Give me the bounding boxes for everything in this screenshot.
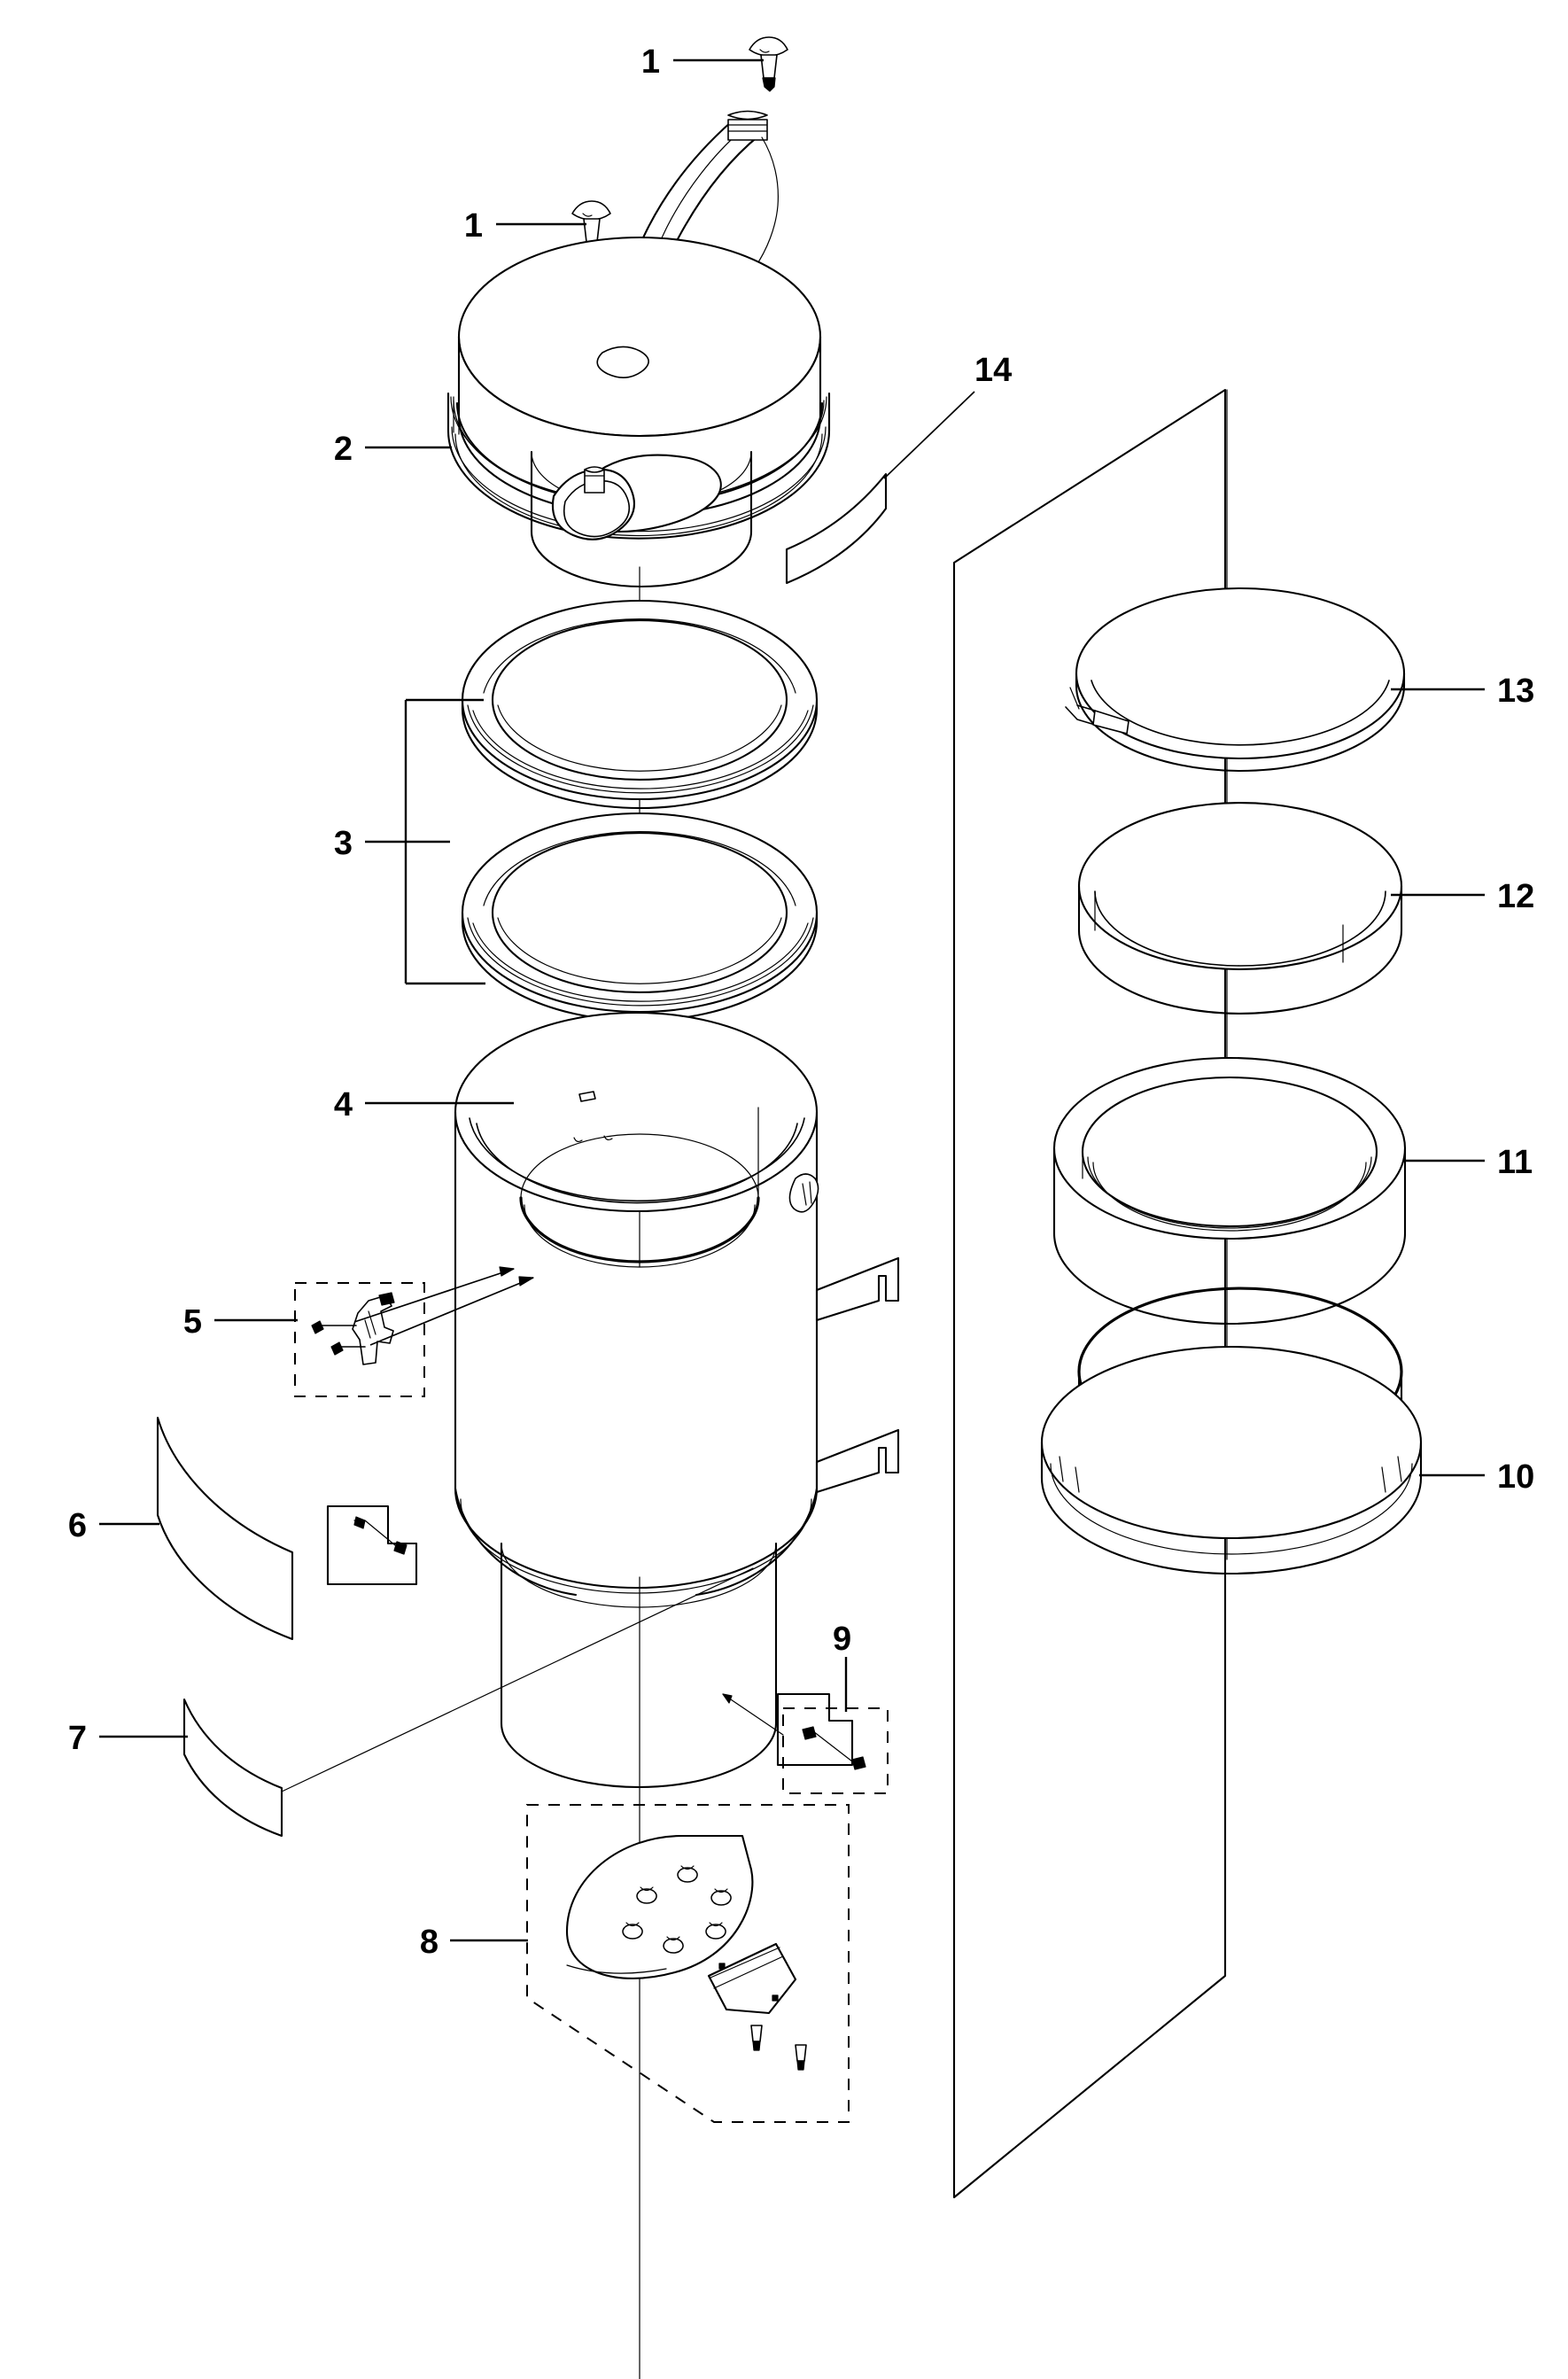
bracket-kit [722, 1692, 889, 1794]
callout-label-12: 12 [1497, 878, 1534, 915]
gasket-ring-lower [461, 812, 819, 1022]
base-plate-holes [622, 1865, 732, 1954]
lid-housing-with-hose [446, 110, 831, 588]
callout-label-8: 8 [420, 1924, 439, 1961]
callout-label-13: 13 [1497, 672, 1534, 710]
callout-labels: 1 1 2 3 4 5 6 7 8 9 10 11 12 13 14 [68, 43, 1534, 1961]
callout-label-2: 2 [334, 431, 353, 468]
callout-label-9: 9 [833, 1621, 851, 1658]
callout-label-1-top: 1 [641, 43, 660, 81]
callout-label-3: 3 [334, 825, 353, 862]
upper-decal [156, 1416, 294, 1641]
bayonet-base-ring [1040, 1287, 1423, 1575]
drum-body [326, 1011, 900, 1789]
base-plate-kit [526, 1804, 850, 2123]
latch-assembly [294, 1266, 534, 1397]
callout-label-1-lower: 1 [464, 207, 483, 245]
clamp-ring [1065, 587, 1406, 773]
spacer-ring [1077, 801, 1403, 1015]
callout-label-7: 7 [68, 1720, 87, 1757]
lower-decal [182, 1567, 754, 1838]
collar-ring [1052, 1056, 1407, 1326]
back-panel-sheet [952, 388, 1227, 2199]
callout-label-14: 14 [974, 352, 1012, 389]
callout-label-11: 11 [1497, 1144, 1533, 1181]
callout-leaders [99, 58, 1485, 1942]
callout-label-6: 6 [68, 1507, 87, 1544]
screw-top [749, 36, 788, 92]
callout-label-5: 5 [183, 1303, 202, 1341]
side-decal [785, 472, 888, 585]
gasket-ring-upper [461, 599, 819, 810]
callout-label-10: 10 [1497, 1458, 1534, 1496]
callout-label-4: 4 [334, 1086, 353, 1123]
